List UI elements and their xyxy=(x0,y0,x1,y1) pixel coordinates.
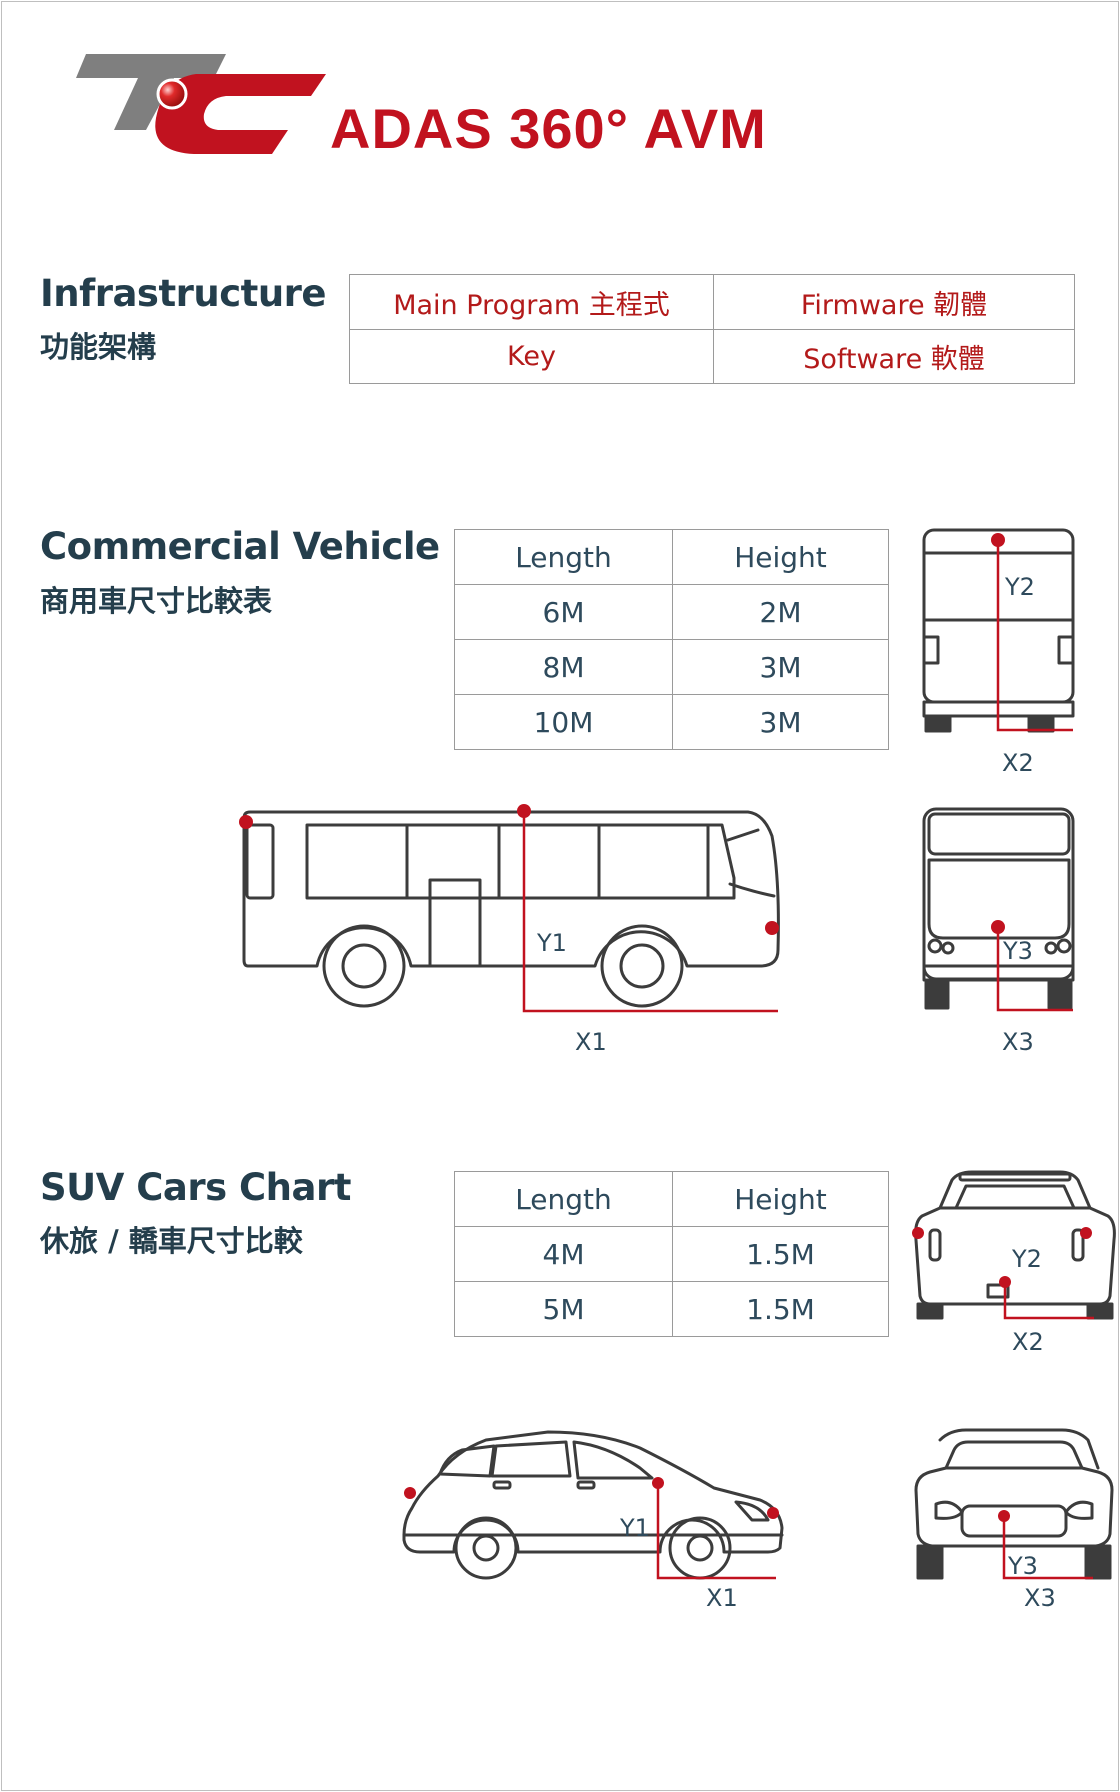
sedan-front-icon xyxy=(914,1428,1114,1580)
x2-label: X2 xyxy=(1002,749,1034,777)
header-length: Length xyxy=(454,1171,673,1227)
commercial-title: Commercial Vehicle xyxy=(40,525,440,568)
suv-side-icon xyxy=(402,1430,784,1580)
suv-rear-icon xyxy=(914,1170,1116,1320)
cell-firmware: Firmware 韌體 xyxy=(713,274,1075,330)
x2-label: X2 xyxy=(1012,1328,1044,1356)
table-cell: 5M xyxy=(454,1281,673,1337)
y2-label: Y2 xyxy=(1004,573,1035,601)
infrastructure-table: Main Program 主程式 Firmware 韌體 Key Softwar… xyxy=(349,274,1075,384)
commercial-size-table: Length Height 6M 2M 8M 3M 10M 3M xyxy=(454,529,889,750)
y2-label: Y2 xyxy=(1011,1245,1042,1273)
bus-side-icon xyxy=(242,810,780,1008)
table-cell: 6M xyxy=(454,584,673,640)
y3-label: Y3 xyxy=(1007,1552,1038,1580)
infrastructure-title: Infrastructure xyxy=(40,272,327,315)
table-cell: 3M xyxy=(672,639,889,695)
x3-label: X3 xyxy=(1024,1584,1056,1612)
table-cell: 8M xyxy=(454,639,673,695)
tc-logo: TC xyxy=(76,54,326,154)
table-cell: 4M xyxy=(454,1226,673,1282)
x1-label: X1 xyxy=(706,1584,738,1612)
commercial-subtitle: 商用車尺寸比較表 xyxy=(40,584,273,618)
header-height: Height xyxy=(672,1171,889,1227)
table-cell: 1.5M xyxy=(672,1281,889,1337)
table-cell: 3M xyxy=(672,694,889,750)
suv-size-table: Length Height 4M 1.5M 5M 1.5M xyxy=(454,1171,889,1337)
x1-label: X1 xyxy=(575,1028,607,1056)
table-cell: 2M xyxy=(672,584,889,640)
suv-subtitle: 休旅 / 轎車尺寸比較 xyxy=(40,1224,303,1258)
table-cell: 10M xyxy=(454,694,673,750)
brand-title: ADAS 360° AVM xyxy=(330,97,767,160)
suv-title: SUV Cars Chart xyxy=(40,1166,351,1209)
y1-label: Y1 xyxy=(536,929,567,957)
cell-software: Software 軟體 xyxy=(713,329,1075,384)
y1-label: Y1 xyxy=(619,1514,650,1542)
header-height: Height xyxy=(672,529,889,585)
infrastructure-subtitle: 功能架構 xyxy=(40,330,157,364)
header-length: Length xyxy=(454,529,673,585)
x3-label: X3 xyxy=(1002,1028,1034,1056)
cell-key: Key xyxy=(349,329,714,384)
y3-label: Y3 xyxy=(1002,937,1033,965)
